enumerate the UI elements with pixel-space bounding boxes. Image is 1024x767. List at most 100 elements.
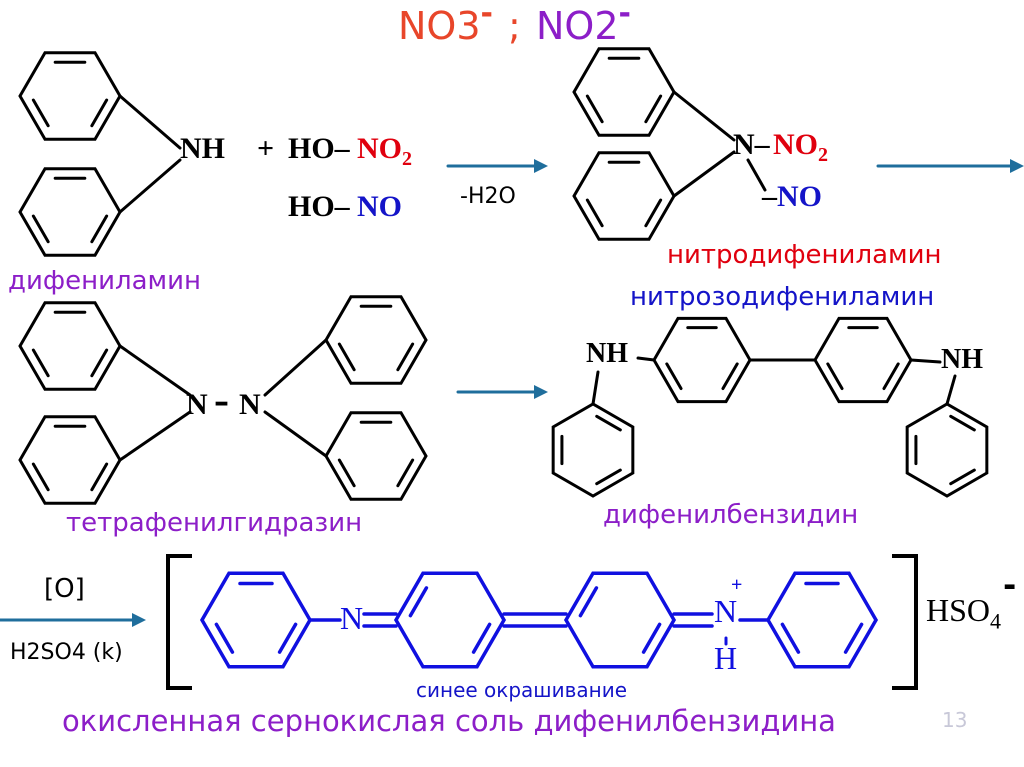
benzidine-ring-1 xyxy=(652,316,752,404)
diphenylamine-ring-top-double-bond xyxy=(31,98,50,128)
product-ring-top-outline xyxy=(572,47,676,137)
benzidine-nh-right: NH xyxy=(941,344,983,375)
benzidine-ring-phenyl-right-double-bond xyxy=(949,468,976,486)
salt-ring-quinoid-1 xyxy=(393,571,507,669)
benzidine-bond-phenyl-left xyxy=(591,370,600,406)
arrow-to-hydrazine-head xyxy=(1010,159,1024,173)
hydrazine-ring-tr xyxy=(324,295,428,385)
benzidine-ring-2 xyxy=(813,316,913,404)
arrow-to-hydrazine xyxy=(876,159,1024,173)
acid-label: H2SO4 (k) xyxy=(10,640,123,665)
name-diphenylamine: дифениламин xyxy=(8,266,202,296)
hydrazine-ring-tl xyxy=(18,301,122,391)
arrow-nitration-head xyxy=(534,159,548,173)
benzidine-ring-2-double-bond xyxy=(882,362,900,391)
salt-ring-phenyl-left xyxy=(199,571,313,669)
nitric-acid-ho: HO– xyxy=(288,132,350,165)
condition-minus-water: -H2O xyxy=(460,184,516,209)
anion-hso4: HSO4 xyxy=(926,592,1002,634)
salt-ring-quinoid-2-double-bond xyxy=(641,622,662,654)
benzidine-ring-1-double-bond xyxy=(721,362,739,391)
product-no: –NO xyxy=(762,180,822,213)
iminium-plus: + xyxy=(731,574,743,596)
name-nitrodiphenylamine: нитродифениламин xyxy=(667,240,942,270)
reaction-arrows xyxy=(0,159,1024,627)
benzidine-bond-nh-left xyxy=(636,356,656,362)
hydrazine-n1: N xyxy=(186,388,208,421)
hydrazine-ring-bl-double-bond xyxy=(90,462,109,492)
arrow-to-benzidine-head xyxy=(534,385,548,399)
salt-ring-quinoid-2 xyxy=(563,571,677,669)
salt-ring-quinoid-1-outline xyxy=(393,571,507,669)
salt-ring-phenyl-left-double-bond xyxy=(214,622,235,654)
hydrazine-ring-tr-outline xyxy=(324,295,428,385)
name-diphenylbenzidine: дифенилбензидин xyxy=(603,500,859,530)
name-tetraphenylhydrazine: тетрафенилгидразин xyxy=(66,508,363,538)
product-ring-bottom xyxy=(572,151,676,241)
benzidine-ring-2-double-bond xyxy=(826,362,844,391)
salt-ring-phenyl-right-double-bond xyxy=(780,622,801,654)
title-nitrate: NO3- xyxy=(398,0,493,48)
salt-ring-phenyl-right-outline xyxy=(765,571,879,669)
imine-n: N xyxy=(340,600,364,636)
diphenylamine-bond-bottom xyxy=(118,158,182,214)
diphenylamine-ring-top-outline xyxy=(18,51,122,141)
salt-ring-phenyl-right-double-bond xyxy=(843,622,864,654)
benzidine-ring-2-outline xyxy=(813,316,913,404)
name-blue-coloring: синее окрашивание xyxy=(416,678,628,702)
salt-ring-quinoid-2-double-bond xyxy=(578,586,599,618)
hydrazine-ring-br-double-bond xyxy=(396,458,415,488)
benzidine-ring-phenyl-left-double-bond xyxy=(595,468,622,486)
benzidine-bond-phenyl-right xyxy=(945,374,957,406)
diphenylamine-nh: NH xyxy=(180,132,225,165)
hydrazine-ring-br-double-bond xyxy=(337,458,356,488)
product-no2: NO2 xyxy=(773,128,828,166)
diphenylamine-ring-bottom-double-bond xyxy=(90,214,109,244)
product-ring-bottom-double-bond xyxy=(644,198,663,228)
benzidine-ring-phenyl-right-outline xyxy=(905,402,989,498)
bracket-left xyxy=(166,554,192,690)
benzidine-ring-phenyl-left xyxy=(551,402,635,498)
diphenylamine-ring-top xyxy=(18,51,122,141)
salt-ring-quinoid-1-double-bond xyxy=(408,586,429,618)
product-bond-top xyxy=(672,90,736,142)
oxidant-label: [O] xyxy=(44,574,85,604)
hydrazine-ring-tl-outline xyxy=(18,301,122,391)
product-ring-top-double-bond xyxy=(644,94,663,124)
hydrazine-ring-tr-double-bond xyxy=(337,342,356,372)
salt-ring-quinoid-1-double-bond xyxy=(471,622,492,654)
title-nitrite: NO2- xyxy=(536,0,631,48)
benzidine-ring-1-double-bond xyxy=(665,362,683,391)
hydrazine-bond-tr xyxy=(263,338,328,397)
product-n: N– xyxy=(733,128,770,161)
benzidine-nh-left: NH xyxy=(586,338,628,369)
benzidine-ring-phenyl-right-double-bond xyxy=(949,414,976,432)
hydrazine-bond: – xyxy=(214,385,229,420)
plus-sign: + xyxy=(257,132,275,165)
name-final-salt: окисленная сернокислая соль дифенилбензи… xyxy=(62,704,836,738)
diphenylamine-ring-bottom-outline xyxy=(18,167,122,257)
anion-charge: - xyxy=(1003,566,1017,604)
hydrazine-ring-tl-double-bond xyxy=(90,348,109,378)
salt-ring-phenyl-left-outline xyxy=(199,571,313,669)
benzidine-bond-nh-right xyxy=(909,358,942,364)
nitrous-acid-no: NO xyxy=(357,190,402,223)
product-ring-bottom-outline xyxy=(572,151,676,241)
iminium-n: N xyxy=(714,593,738,629)
arrow-nitration xyxy=(446,159,548,173)
title-separator: ; xyxy=(508,4,521,48)
salt-ring-quinoid-2-outline xyxy=(563,571,677,669)
diphenylamine-ring-top-double-bond xyxy=(90,98,109,128)
benzidine-ring-1-outline xyxy=(652,316,752,404)
product-bond-bottom xyxy=(672,150,736,198)
hydrazine-ring-bl-outline xyxy=(18,415,122,505)
hydrazine-ring-br xyxy=(324,411,428,501)
product-ring-bottom-double-bond xyxy=(585,198,604,228)
hydrazine-ring-bl-double-bond xyxy=(31,462,50,492)
benzidine-ring-phenyl-left-outline xyxy=(551,402,635,498)
bracket-right xyxy=(892,554,918,690)
hydrazine-bond-bl xyxy=(118,410,192,462)
arrow-to-benzidine xyxy=(456,385,548,399)
benzidine-ring-phenyl-right xyxy=(905,402,989,498)
